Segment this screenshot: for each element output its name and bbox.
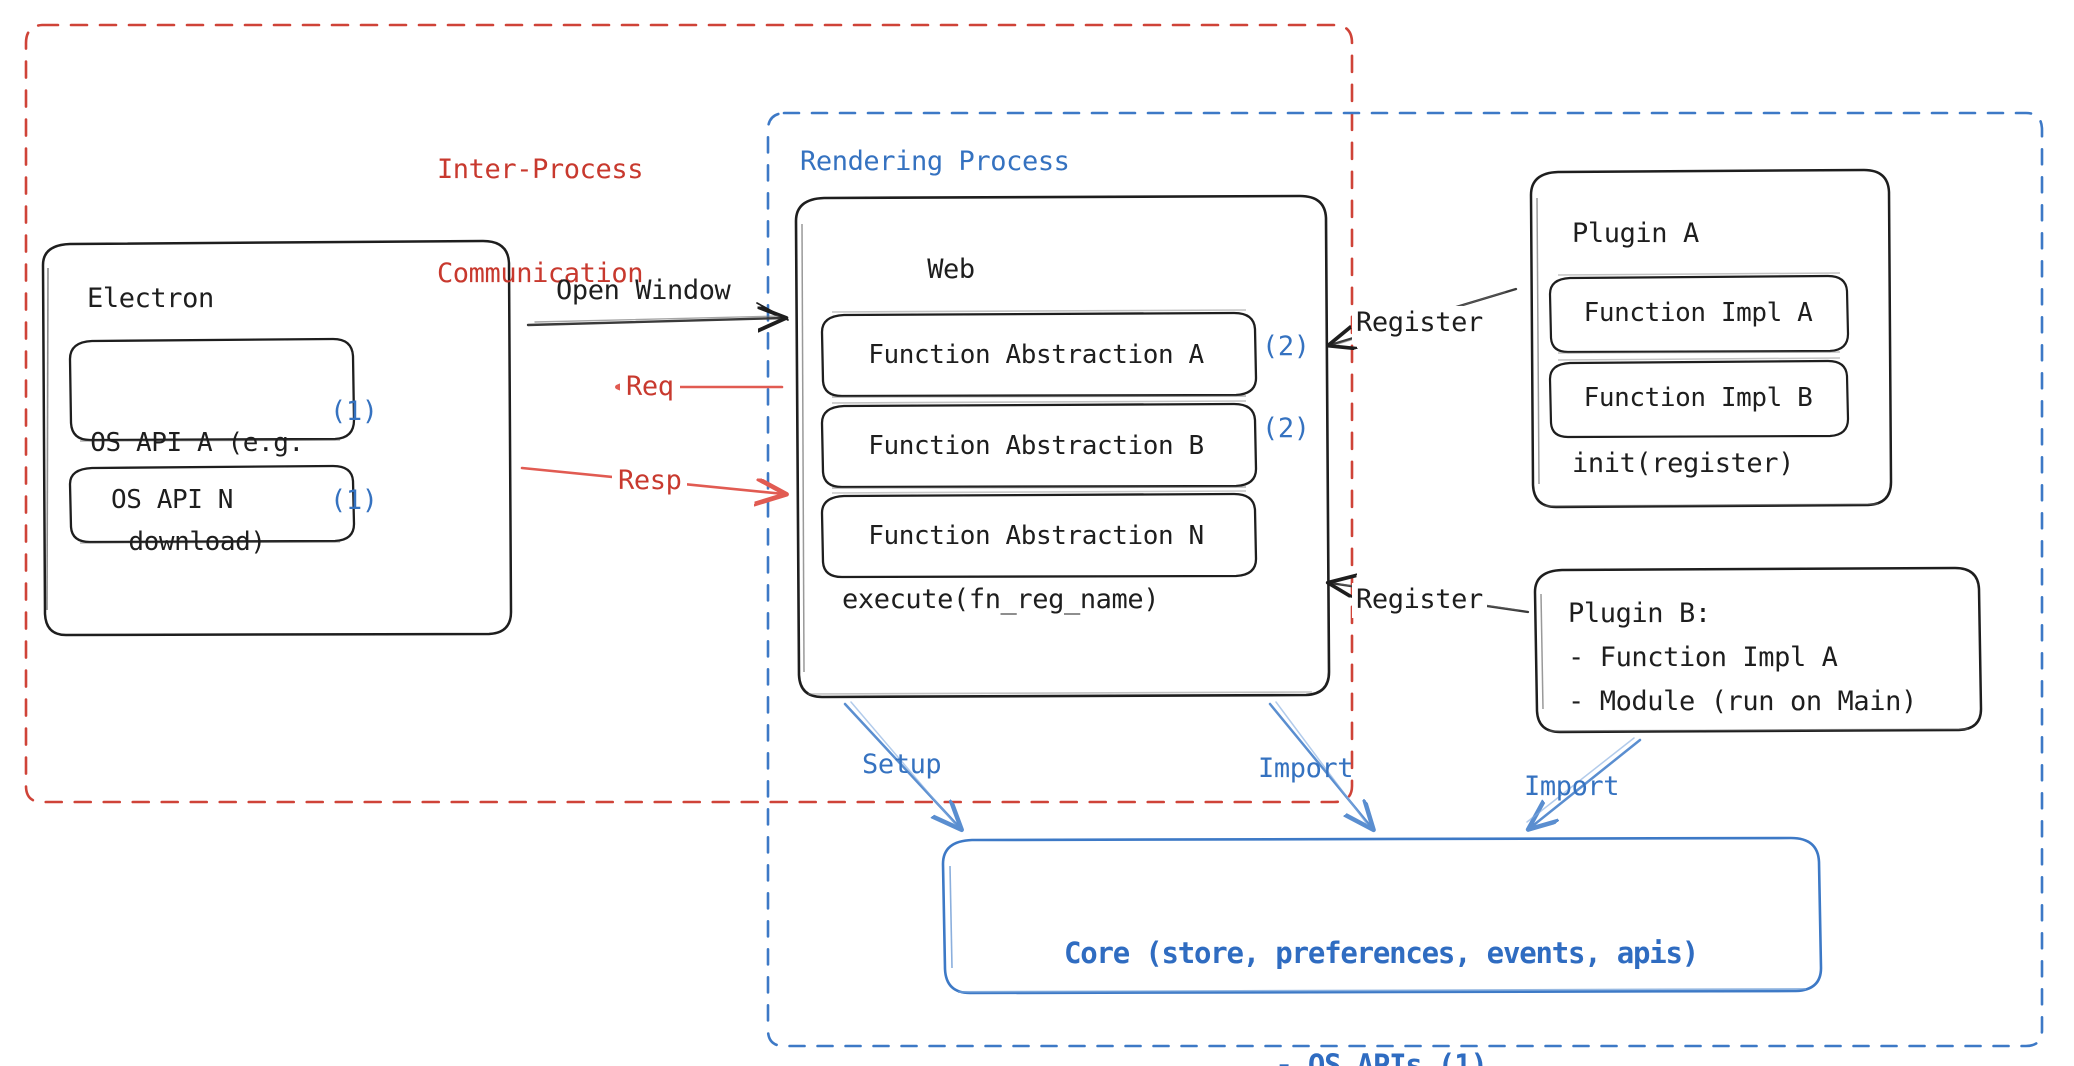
ipc-container-label: Inter-Process Communication [420, 84, 660, 360]
register-a-label: Register [1352, 306, 1487, 341]
os-api-n-marker: (1) [330, 485, 378, 516]
plugin-b-box-border [1533, 566, 1983, 734]
function-abstraction-b-marker: (2) [1262, 413, 1310, 444]
plugin-b-item-1: - Module (run on Main) [1568, 686, 1917, 717]
ipc-label-line2: Communication [436, 257, 644, 289]
function-impl-b-box-border [1548, 357, 1850, 439]
setup-label: Setup [862, 749, 942, 780]
function-abstraction-b-box-border [820, 400, 1258, 489]
open-window-label: Open Window [556, 275, 731, 306]
setup-arrow [843, 701, 960, 828]
req-label: Req [620, 370, 680, 405]
function-abstraction-a-label: Function Abstraction A [868, 340, 1204, 370]
import-plugin-b-label: Import [1524, 771, 1620, 802]
function-abstraction-b-label: Function Abstraction B [868, 431, 1204, 461]
os-api-a-marker: (1) [330, 396, 378, 427]
web-title: Web [927, 254, 975, 285]
ipc-container-border [24, 23, 1354, 804]
function-abstraction-n-label: Function Abstraction N [868, 521, 1204, 551]
plugin-b-item-0: - Function Impl A [1568, 642, 1838, 673]
core-line-2: - OS APIs (1) [1275, 1047, 1488, 1066]
plugin-b-title: Plugin B: [1568, 598, 1711, 629]
rendering-process-container-border [766, 111, 2044, 1048]
ipc-label-line1: Inter-Process [436, 154, 644, 186]
function-abstraction-a-marker: (2) [1262, 331, 1310, 362]
function-impl-b-label: Function Impl B [1583, 383, 1813, 413]
os-api-a-box-border [68, 337, 356, 442]
plugin-a-title: Plugin A [1572, 218, 1699, 249]
import-web-label: Import [1258, 753, 1354, 784]
function-impl-a-label: Function Impl A [1583, 298, 1813, 328]
open-window-arrow [526, 302, 789, 325]
function-impl-a-box-border [1548, 272, 1850, 354]
resp-label: Resp [612, 464, 688, 499]
function-abstraction-a-box-border [820, 309, 1258, 398]
import-web-arrow [1268, 701, 1372, 828]
rendering-process-label: Rendering Process [800, 146, 1070, 177]
core-line-1: Core (store, preferences, events, apis) [1063, 936, 1699, 971]
web-execute-label: execute(fn_reg_name) [842, 584, 1160, 615]
electron-title: Electron [87, 283, 214, 314]
os-api-a-line1: OS API A (e.g. [90, 427, 304, 458]
register-b-label: Register [1352, 583, 1487, 618]
import-plugin-b-arrow [1527, 737, 1642, 828]
os-api-n-box-border [68, 464, 356, 544]
function-abstraction-n-box-border [820, 490, 1258, 579]
core-box-border [941, 836, 1823, 995]
os-api-a-line2: download) [128, 527, 266, 558]
plugin-a-init-label: init(register) [1572, 448, 1794, 479]
os-api-a-label: OS API A (e.g. download) [82, 360, 312, 626]
core-text: Core (store, preferences, events, apis) … [948, 861, 1814, 1066]
os-api-n-label: OS API N [110, 485, 234, 515]
